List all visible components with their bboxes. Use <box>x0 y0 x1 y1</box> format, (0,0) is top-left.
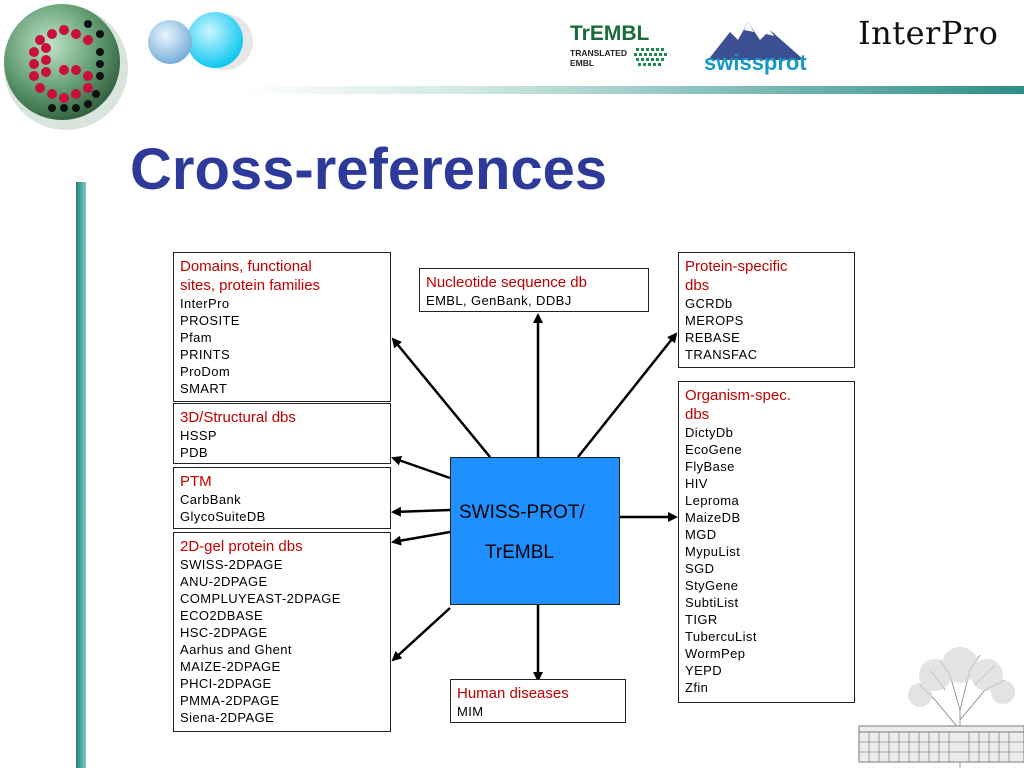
arrow-to-structural <box>391 455 451 480</box>
swissprot-logo-text: swissprot <box>704 50 807 75</box>
list-item: MEROPS <box>685 313 744 328</box>
list-item: EcoGene <box>685 442 743 457</box>
nucleotide-box: Nucleotide sequence db EMBL, GenBank, DD… <box>419 268 649 312</box>
list-item: PMMA-2DPAGE <box>180 693 280 708</box>
left-accent-bar <box>76 182 86 768</box>
arrow-to-ptm <box>391 506 451 517</box>
slide-title: Cross-references <box>130 137 608 202</box>
protein-specific-heading-1: Protein-specific <box>685 258 788 275</box>
geneva-bioinformatics-logo <box>4 4 253 130</box>
gel-heading: 2D-gel protein dbs <box>180 538 303 555</box>
protein-specific-list: GCRDb MEROPS REBASE TRANSFAC <box>685 295 848 363</box>
list-item: TubercuList <box>685 629 757 644</box>
human-diseases-box: Human diseases MIM <box>450 679 626 723</box>
list-item: GCRDb <box>685 296 733 311</box>
list-item: MaizeDB <box>685 510 741 525</box>
list-item: HSC-2DPAGE <box>180 625 268 640</box>
list-item: SMART <box>180 381 228 396</box>
list-item: Leproma <box>685 493 740 508</box>
list-item: Zfin <box>685 680 709 695</box>
center-label-line2: TrEMBL <box>485 542 554 563</box>
organism-list: DictyDb EcoGene FlyBase HIV Leproma Maiz… <box>685 424 848 696</box>
swissprot-trembl-node: SWISS-PROT/ TrEMBL <box>450 457 620 605</box>
list-item: Aarhus and Ghent <box>180 642 292 657</box>
list-item: PHCI-2DPAGE <box>180 676 272 691</box>
list-item: TIGR <box>685 612 718 627</box>
protein-specific-heading-2: dbs <box>685 277 710 294</box>
list-item: YEPD <box>685 663 723 678</box>
list-item: EMBL, GenBank, DDBJ <box>426 293 572 308</box>
trembl-logo-text: TrEMBL <box>570 22 650 45</box>
list-item: PDB <box>180 445 208 460</box>
ptm-list: CarbBank GlycoSuiteDB <box>180 491 384 525</box>
list-item: HIV <box>685 476 708 491</box>
protein-specific-box: Protein-specific dbs GCRDb MEROPS REBASE… <box>678 252 855 368</box>
list-item: COMPLUYEAST-2DPAGE <box>180 591 341 606</box>
ptm-box: PTM CarbBank GlycoSuiteDB <box>173 467 391 529</box>
organism-heading-1: Organism-spec. <box>685 387 791 404</box>
arrow-to-gel-lower <box>391 607 451 662</box>
trembl-logo: TrEMBL TRANSLATED EMBL <box>570 22 667 68</box>
human-list: MIM <box>457 703 619 720</box>
list-item: GlycoSuiteDB <box>180 509 266 524</box>
arrow-to-gel <box>391 530 451 546</box>
list-item: Pfam <box>180 330 212 345</box>
human-heading: Human diseases <box>457 685 569 702</box>
list-item: MypuList <box>685 544 741 559</box>
list-item: ProDom <box>180 364 231 379</box>
institute-building-illustration <box>858 647 1024 768</box>
nucleotide-heading: Nucleotide sequence db <box>426 274 587 291</box>
list-item: PROSITE <box>180 313 240 328</box>
list-item: REBASE <box>685 330 741 345</box>
center-label-line1: SWISS-PROT/ <box>459 502 585 523</box>
organism-specific-box: Organism-spec. dbs DictyDb EcoGene FlyBa… <box>678 381 855 703</box>
list-item: SubtiList <box>685 595 739 610</box>
list-item: Siena-2DPAGE <box>180 710 275 725</box>
arrow-to-protein-specific <box>577 332 678 458</box>
nucleotide-list: EMBL, GenBank, DDBJ <box>426 292 642 309</box>
list-item: HSSP <box>180 428 218 443</box>
list-item: MAIZE-2DPAGE <box>180 659 281 674</box>
list-item: CarbBank <box>180 492 242 507</box>
gel-box: 2D-gel protein dbs SWISS-2DPAGE ANU-2DPA… <box>173 532 391 732</box>
trembl-logo-sub2: EMBL <box>570 58 594 68</box>
domains-heading-1: Domains, functional <box>180 258 312 275</box>
list-item: WormPep <box>685 646 746 661</box>
list-item: InterPro <box>180 296 230 311</box>
list-item: StyGene <box>685 578 739 593</box>
list-item: MIM <box>457 704 484 719</box>
ptm-heading: PTM <box>180 473 212 490</box>
structural-box: 3D/Structural dbs HSSP PDB <box>173 403 391 464</box>
organism-heading-2: dbs <box>685 406 710 423</box>
list-item: SWISS-2DPAGE <box>180 557 283 572</box>
list-item: ECO2DBASE <box>180 608 264 623</box>
gel-list: SWISS-2DPAGE ANU-2DPAGE COMPLUYEAST-2DPA… <box>180 556 384 726</box>
list-item: PRINTS <box>180 347 231 362</box>
header-rule <box>240 86 1024 94</box>
swissprot-logo: swissprot <box>704 22 807 75</box>
list-item: MGD <box>685 527 717 542</box>
list-item: FlyBase <box>685 459 735 474</box>
domains-box: Domains, functional sites, protein famil… <box>173 252 391 402</box>
domains-list: InterPro PROSITE Pfam PRINTS ProDom SMAR… <box>180 295 384 397</box>
list-item: ANU-2DPAGE <box>180 574 268 589</box>
list-item: TRANSFAC <box>685 347 758 362</box>
list-item: SGD <box>685 561 715 576</box>
structural-list: HSSP PDB <box>180 427 384 461</box>
trembl-logo-sub1: TRANSLATED <box>570 48 627 58</box>
structural-heading: 3D/Structural dbs <box>180 409 296 426</box>
interpro-logo: InterPro <box>858 14 999 52</box>
arrow-to-domains <box>391 337 491 458</box>
domains-heading-2: sites, protein families <box>180 277 321 294</box>
list-item: DictyDb <box>685 425 734 440</box>
